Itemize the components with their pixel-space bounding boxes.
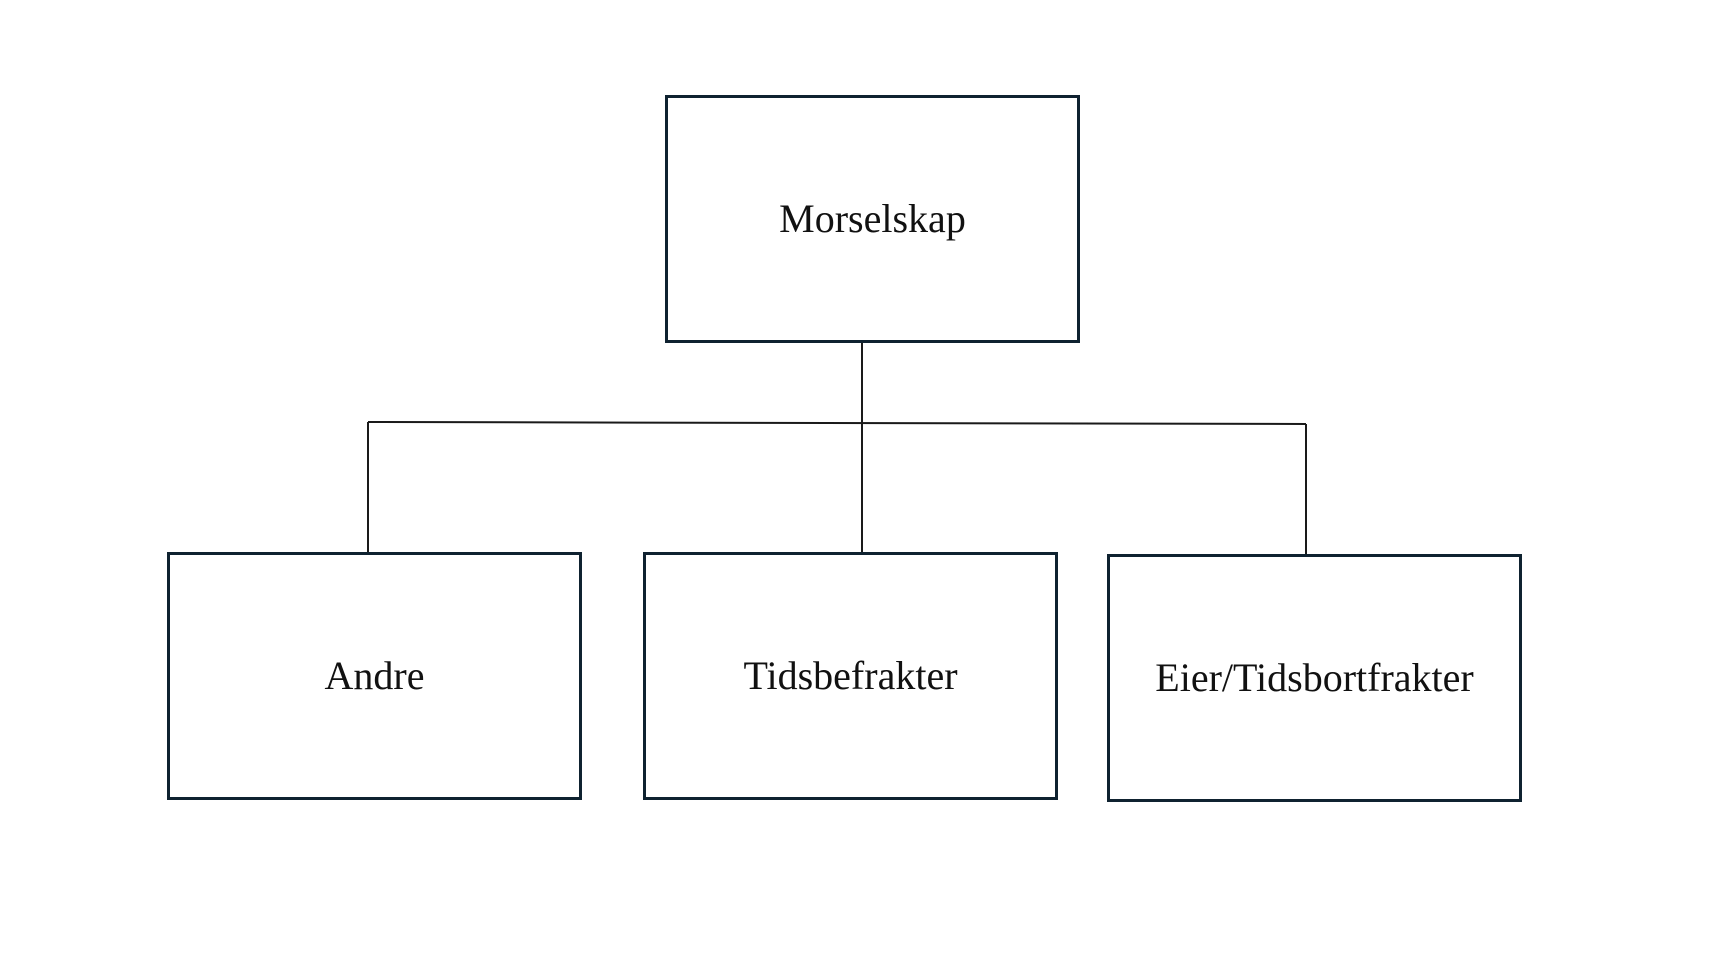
node-label: Morselskap — [779, 196, 966, 241]
node-label: Tidsbefrakter — [743, 653, 958, 698]
node-label: Eier/Tidsbortfrakter — [1155, 655, 1474, 700]
node-tidsbefrakter: Tidsbefrakter — [643, 552, 1058, 800]
node-label: Andre — [324, 653, 425, 698]
node-andre: Andre — [167, 552, 582, 800]
node-eier-tidsbortfrakter: Eier/Tidsbortfrakter — [1107, 554, 1522, 802]
node-morselskap: Morselskap — [665, 95, 1080, 343]
horizontal-branch-line — [367, 421, 1307, 425]
